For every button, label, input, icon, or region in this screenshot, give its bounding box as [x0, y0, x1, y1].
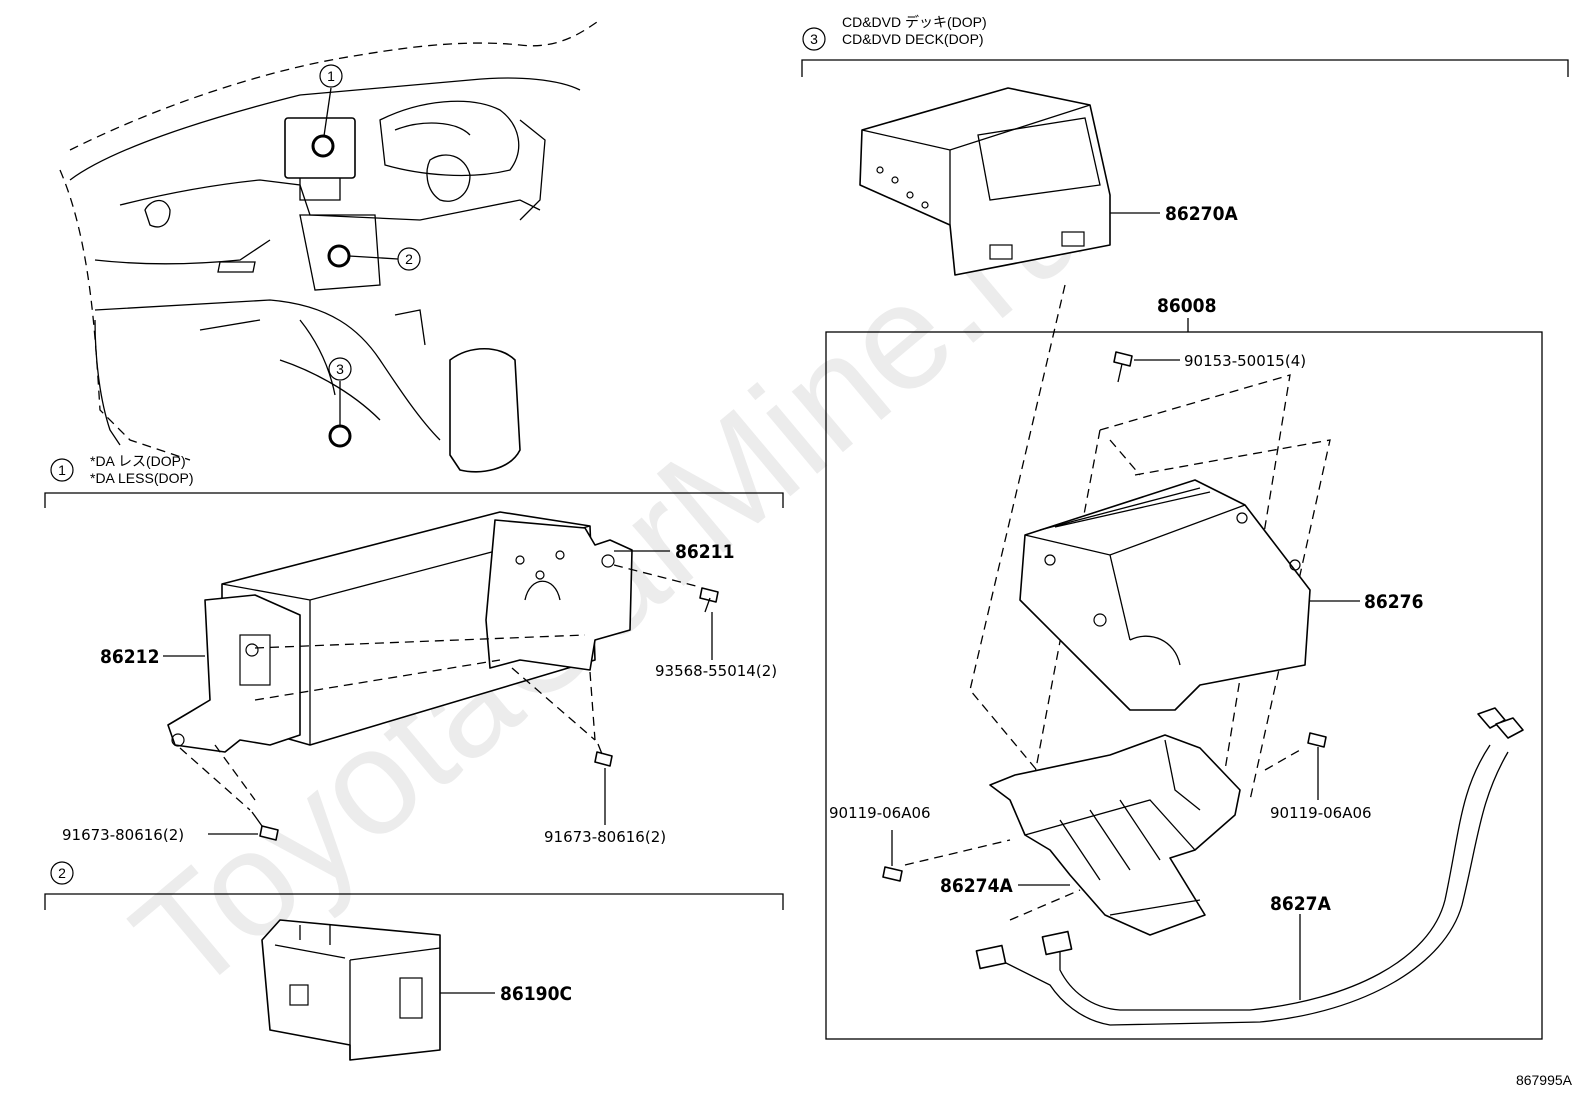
part-93568-55014: 93568-55014(2) [655, 662, 777, 680]
part-86190c: 86190C [500, 983, 572, 1005]
part-91673-80616-left: 91673-80616(2) [62, 826, 184, 844]
overview-marker-2: 2 [405, 251, 413, 267]
section-2: 2 86190C [44, 861, 784, 1061]
section-1-header-jp: *DA レス(DOP) [90, 453, 186, 469]
section-3-header-jp: CD&DVD デッキ(DOP) [842, 14, 987, 30]
part-90119-06a06-left: 90119-06A06 [829, 804, 931, 822]
dashboard-overview: 1 2 3 [59, 19, 601, 473]
section-1-number: 1 [58, 462, 66, 478]
overview-marker-1: 1 [327, 68, 335, 84]
section-3: 3 CD&DVD デッキ(DOP) CD&DVD DECK(DOP) 86270… [801, 14, 1569, 1040]
part-86211: 86211 [675, 541, 734, 563]
part-86008: 86008 [1157, 295, 1216, 317]
overview-marker-3: 3 [336, 361, 344, 377]
part-86276: 86276 [1364, 591, 1423, 613]
part-90153-50015: 90153-50015(4) [1184, 352, 1306, 370]
part-86270a: 86270A [1165, 203, 1238, 225]
part-91673-80616-right: 91673-80616(2) [544, 828, 666, 846]
part-86274a: 86274A [940, 875, 1013, 897]
section-2-number: 2 [58, 865, 66, 881]
part-90119-06a06-right: 90119-06A06 [1270, 804, 1372, 822]
diagram-code: 867995A [1516, 1072, 1573, 1088]
part-86212: 86212 [100, 646, 159, 668]
section-3-header-en: CD&DVD DECK(DOP) [842, 31, 984, 47]
section-3-number: 3 [810, 31, 818, 47]
section-1: 1 *DA レス(DOP) *DA LESS(DOP) [44, 453, 784, 846]
part-8627a: 8627A [1270, 893, 1332, 915]
section-1-header-en: *DA LESS(DOP) [90, 470, 193, 486]
